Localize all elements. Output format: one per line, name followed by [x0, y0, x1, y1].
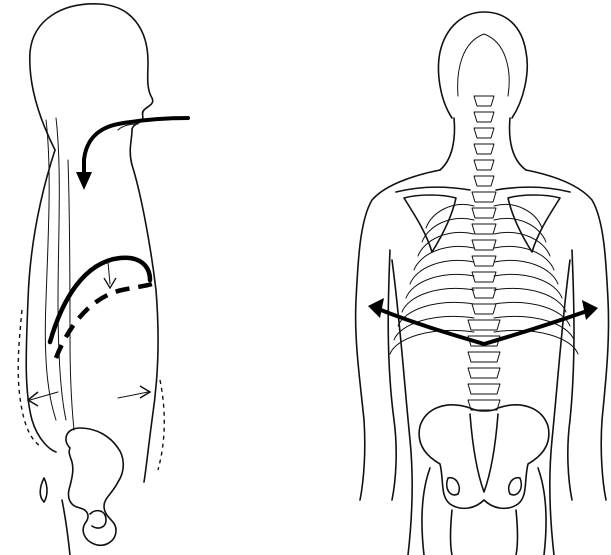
side-head-back-outline	[30, 4, 153, 150]
back-view-panel	[356, 12, 609, 555]
back-left-rib-arrowhead	[368, 298, 384, 318]
side-back-expanded-outline	[18, 310, 40, 446]
side-view-panel	[18, 4, 188, 555]
side-front-expansion-arrow	[118, 392, 148, 398]
vertebra	[474, 96, 494, 106]
vertebra	[474, 128, 494, 138]
side-spine-line-2	[56, 118, 66, 420]
back-left-torso	[392, 260, 412, 555]
vertebra	[468, 368, 500, 378]
back-left-scapula	[404, 195, 456, 252]
side-hip-leg-line	[62, 500, 70, 555]
side-femur-head	[90, 511, 106, 528]
back-pelvis-outline	[419, 405, 549, 508]
left-rib	[414, 246, 474, 270]
vertebra	[472, 224, 496, 234]
vertebra	[472, 240, 496, 250]
side-airflow-arrow	[84, 118, 188, 176]
back-head-inner	[458, 34, 510, 96]
left-rib	[402, 288, 474, 312]
left-rib	[390, 330, 474, 354]
back-neck-right	[510, 118, 526, 170]
back-left-femur	[422, 468, 430, 555]
back-head-outline	[439, 12, 528, 118]
back-spine	[468, 96, 500, 410]
back-left-leg-inner	[451, 510, 453, 555]
back-right-scapula	[508, 195, 560, 252]
back-left-obturator	[447, 478, 460, 495]
vertebra	[474, 176, 494, 186]
back-right-leg-inner	[516, 510, 518, 555]
back-right-clavicle	[496, 187, 570, 192]
vertebra	[472, 304, 496, 314]
vertebra	[472, 192, 496, 202]
vertebra	[468, 384, 500, 394]
vertebra	[472, 256, 496, 266]
back-right-torso	[550, 260, 570, 555]
back-right-femur	[538, 468, 546, 555]
vertebra	[474, 160, 494, 170]
side-front-chest-outline	[130, 130, 158, 482]
vertebra	[468, 320, 500, 330]
vertebra	[474, 144, 494, 154]
side-front-expanded-outline	[158, 380, 164, 470]
back-left-clavicle	[396, 187, 470, 192]
back-neck-left	[440, 118, 454, 170]
side-airflow-arrowhead	[76, 172, 92, 190]
right-rib	[494, 330, 578, 354]
right-rib	[494, 204, 542, 228]
right-rib	[494, 274, 562, 298]
side-pelvis-notch	[40, 478, 47, 502]
left-rib	[410, 260, 474, 284]
back-right-arm-inner	[568, 250, 574, 500]
back-sacrum	[470, 414, 498, 492]
vertebra	[472, 288, 496, 298]
back-ribs	[390, 204, 578, 354]
vertebra	[472, 272, 496, 282]
right-rib	[494, 288, 566, 312]
back-left-rib-arrow	[376, 308, 484, 344]
back-right-obturator	[509, 478, 522, 495]
vertebra	[468, 352, 500, 362]
back-right-rib-arrowhead	[582, 300, 598, 320]
side-diaphragm-down-arrow	[108, 262, 110, 284]
right-rib	[494, 260, 558, 284]
left-rib	[406, 274, 474, 298]
vertebra	[472, 208, 496, 218]
right-rib	[494, 246, 554, 270]
back-left-shoulder-arm	[356, 170, 440, 500]
side-back-outline	[26, 150, 56, 452]
vertebra	[474, 112, 494, 122]
